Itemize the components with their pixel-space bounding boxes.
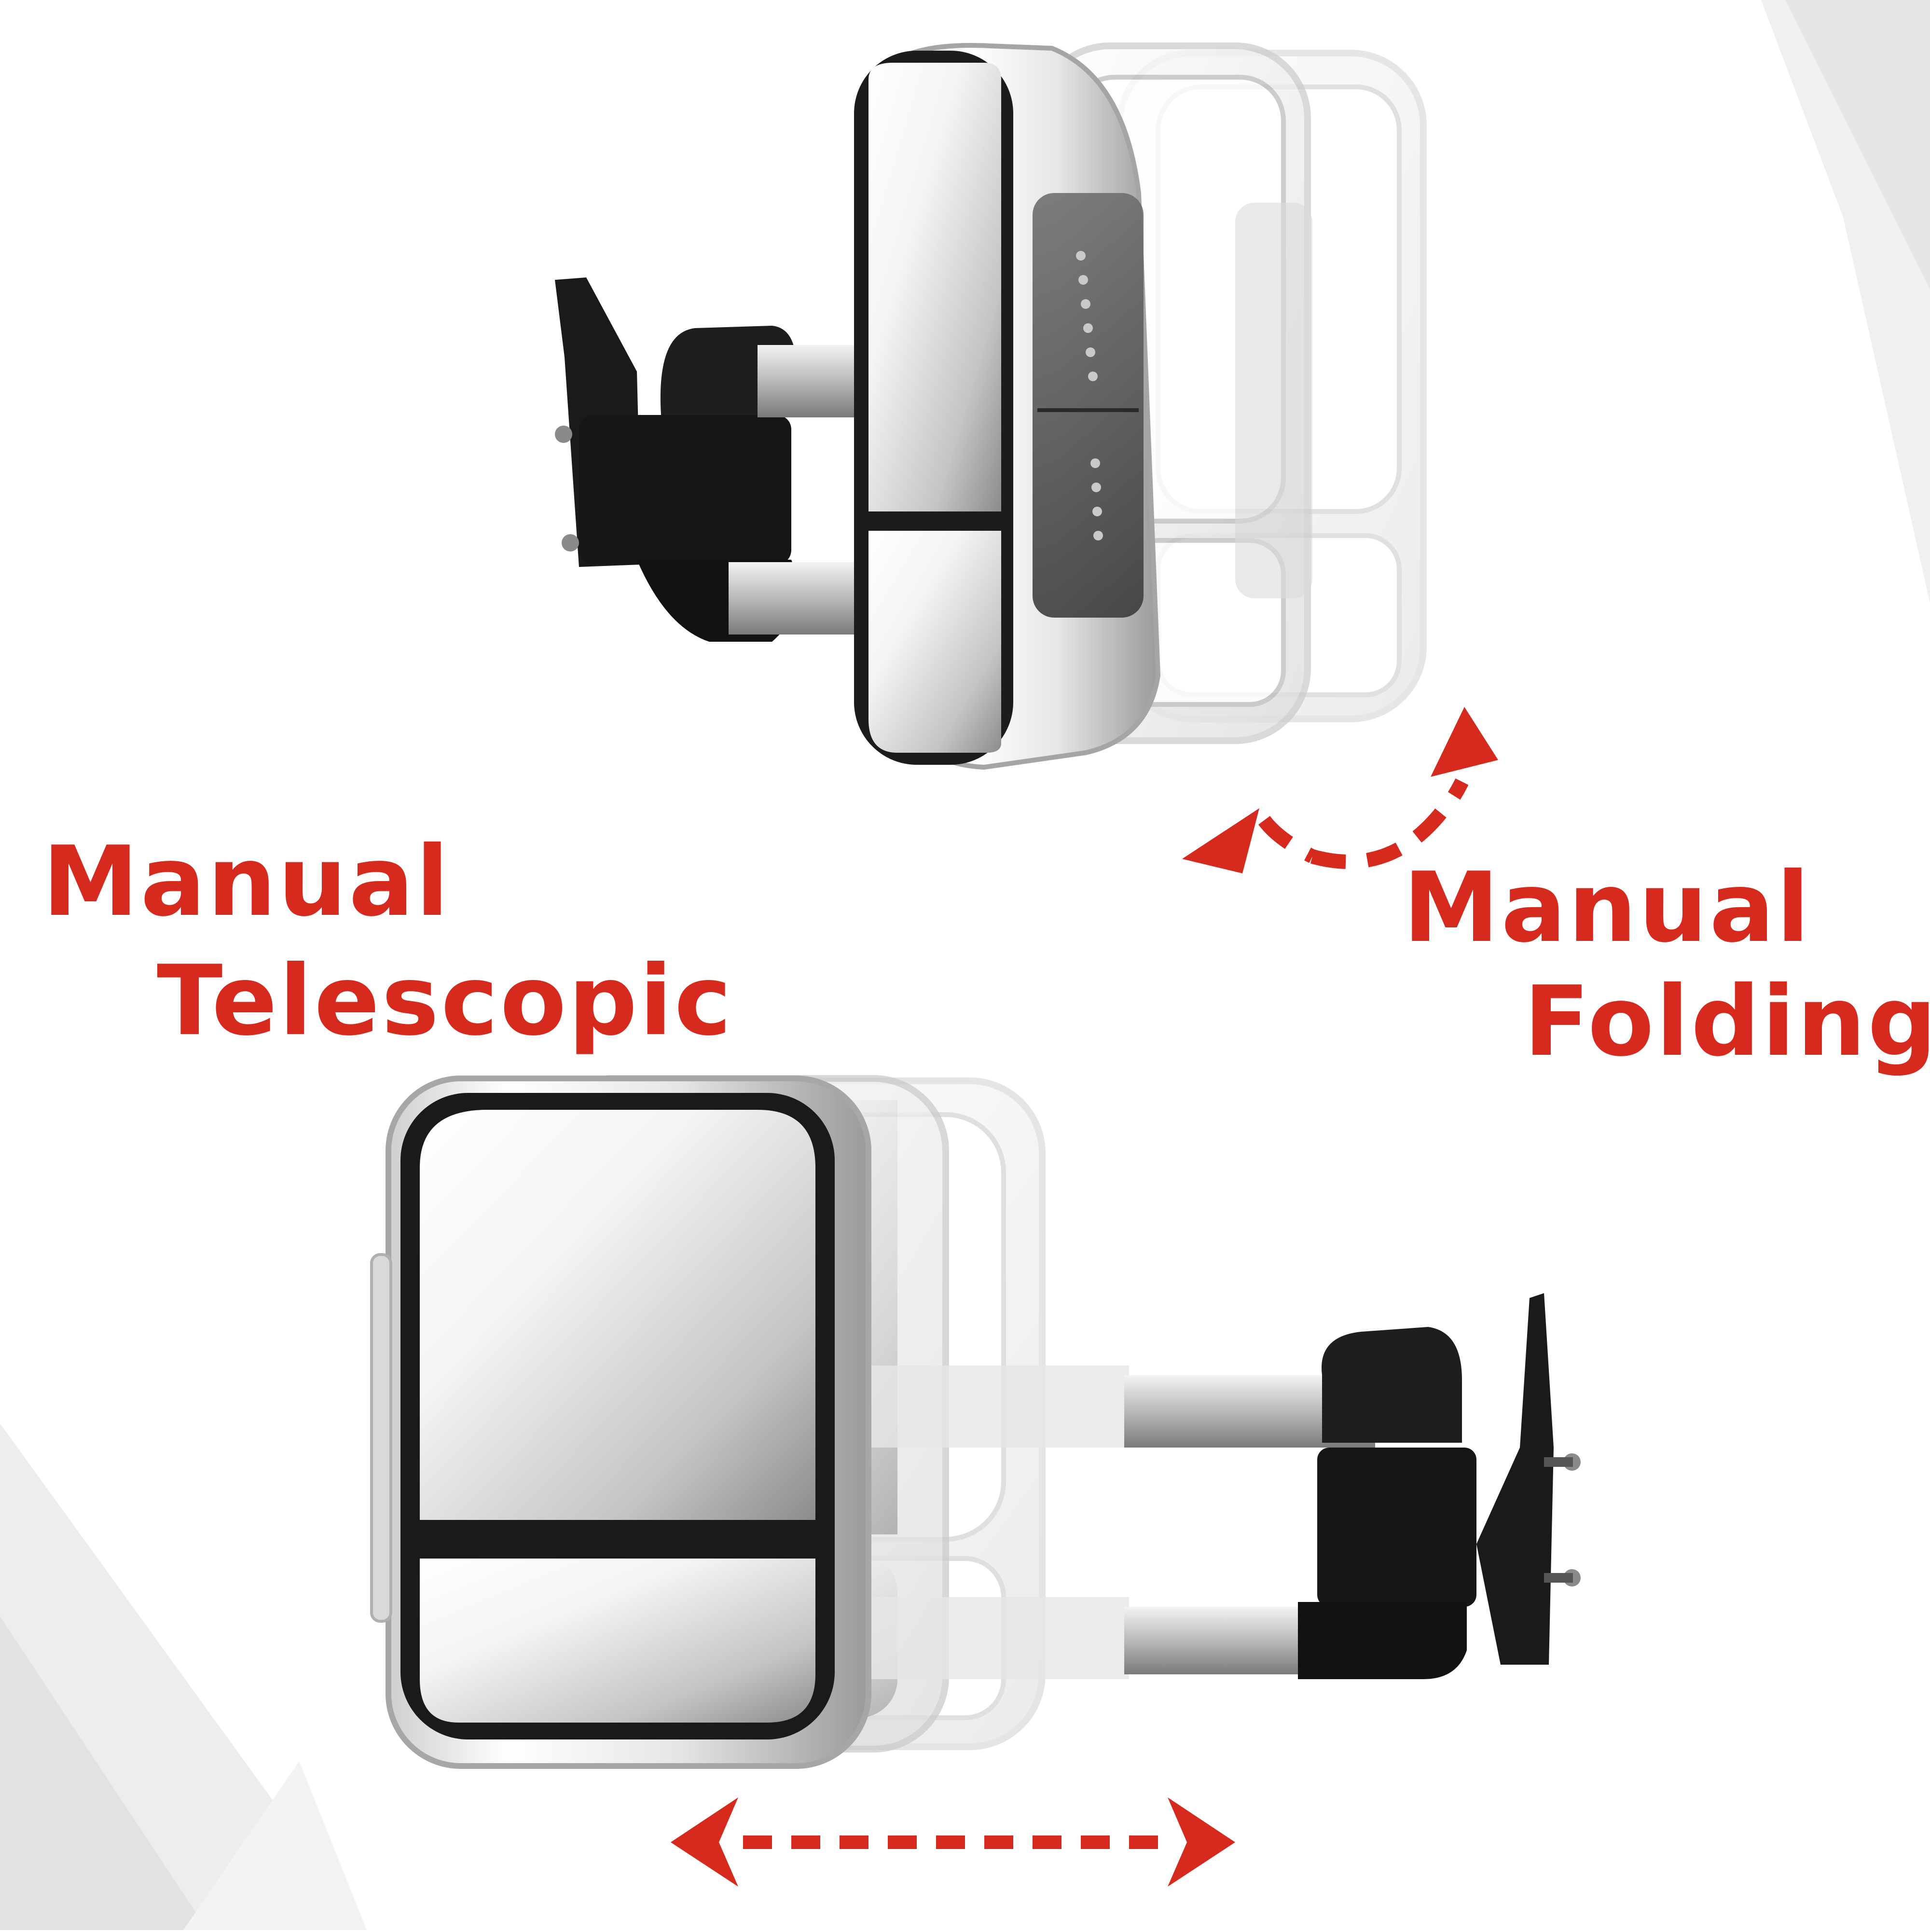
fold-arrow [1182,707,1498,873]
telescopic-lower-arm [1124,1607,1308,1674]
telescopic-mount-bracket [1298,1293,1581,1679]
telescopic-label-line2: Telescopic [157,945,733,1057]
telescopic-upper-arm-outer [868,1366,1129,1448]
folding-upper-arm [758,345,864,417]
turn-signal-lamp [1033,193,1144,618]
folding-label-line1: Manual [1403,852,1812,964]
folding-mount-bracket [555,277,798,642]
telescopic-mirror-head [370,1076,871,1769]
telescope-arrow [671,1797,1235,1887]
telescopic-mirror [370,1075,1581,1887]
folding-mirror [555,42,1498,873]
folding-label-line2: Folding [1524,966,1930,1078]
folding-lower-arm [729,562,864,635]
telescopic-lower-arm-outer [868,1597,1129,1679]
telescopic-label-line1: Manual [42,826,451,938]
folding-mirror-head [854,43,1161,770]
